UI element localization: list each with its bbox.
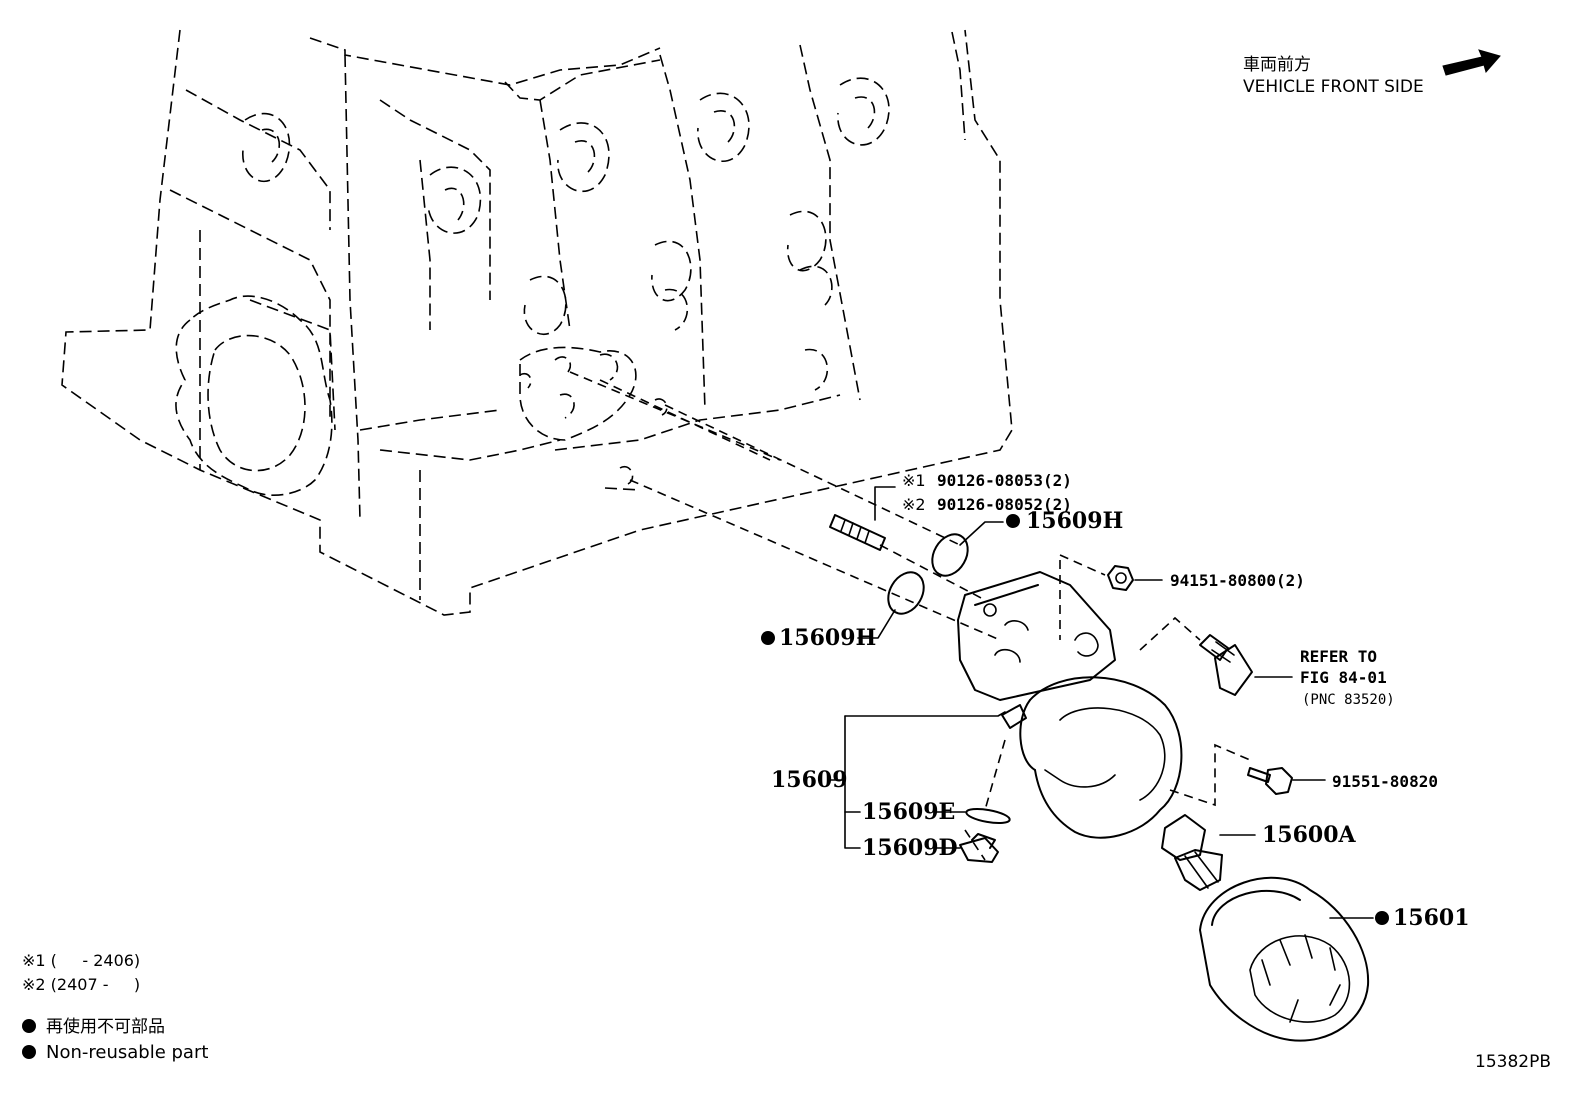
nut-pn: 94151-80800(2) bbox=[1170, 571, 1305, 590]
o-ring-lower bbox=[887, 571, 925, 615]
stud-note2-mark: ※2 bbox=[902, 495, 926, 514]
o-ring-upper bbox=[931, 533, 969, 577]
non-reusable-mark-filter bbox=[1375, 911, 1389, 925]
union-pn: 15600A bbox=[1262, 822, 1357, 848]
front-direction: 車両前方 VEHICLE FRONT SIDE bbox=[1243, 49, 1501, 97]
note-2: ※2 (2407 - ) bbox=[22, 975, 140, 994]
engine-block bbox=[61, 29, 1013, 616]
filled-circle-icon bbox=[22, 1019, 36, 1033]
front-label-en: VEHICLE FRONT SIDE bbox=[1243, 77, 1424, 97]
filter-pn: 15601 bbox=[1393, 905, 1470, 931]
arrow-right-up-icon bbox=[1442, 49, 1501, 76]
note-1: ※1 ( - 2406) bbox=[22, 951, 140, 970]
stud-part-number-1: 90126-08053(2) bbox=[937, 471, 1072, 490]
non-reusable-mark-lower bbox=[761, 631, 775, 645]
leader-lines bbox=[830, 486, 1374, 919]
bracket-assy-pn: 15609 bbox=[771, 767, 848, 793]
refer-line3: (PNC 83520) bbox=[1302, 692, 1395, 708]
assembly-lines bbox=[569, 371, 1251, 861]
front-label-jp: 車両前方 bbox=[1243, 55, 1311, 75]
refer-line1: REFER TO bbox=[1300, 647, 1377, 666]
refer-line2: FIG 84-01 bbox=[1300, 668, 1387, 687]
gasket bbox=[965, 807, 1011, 825]
union bbox=[1161, 814, 1223, 891]
oring-lower-pn: 15609H bbox=[779, 625, 876, 651]
stud-part-number-2: 90126-08052(2) bbox=[937, 495, 1072, 514]
notes: ※1 ( - 2406) ※2 (2407 - ) 再使用不可部品 Non-re… bbox=[22, 951, 208, 1063]
bolt-pn: 91551-80820 bbox=[1332, 772, 1438, 791]
gasket-pn: 15609E bbox=[862, 799, 955, 825]
oring-upper-pn: 15609H bbox=[1026, 508, 1123, 534]
legend-en: Non-reusable part bbox=[46, 1042, 208, 1063]
drain-plug bbox=[959, 833, 999, 863]
oil-filter bbox=[1199, 876, 1370, 1042]
filled-circle-icon bbox=[22, 1045, 36, 1059]
legend-jp: 再使用不可部品 bbox=[46, 1016, 165, 1037]
stud-bolt bbox=[829, 514, 886, 551]
bolt bbox=[1247, 767, 1293, 795]
nut bbox=[1107, 565, 1134, 591]
oil-pressure-switch bbox=[1199, 634, 1253, 696]
plug-pn: 15609D bbox=[862, 835, 958, 861]
stud-note1-mark: ※1 bbox=[902, 471, 926, 490]
non-reusable-mark-upper bbox=[1006, 514, 1020, 528]
illustration-id: 15382PB bbox=[1475, 1052, 1551, 1072]
callouts: ※1 90126-08053(2) ※2 90126-08052(2) 1560… bbox=[761, 471, 1470, 931]
filter-bracket bbox=[957, 571, 1183, 839]
